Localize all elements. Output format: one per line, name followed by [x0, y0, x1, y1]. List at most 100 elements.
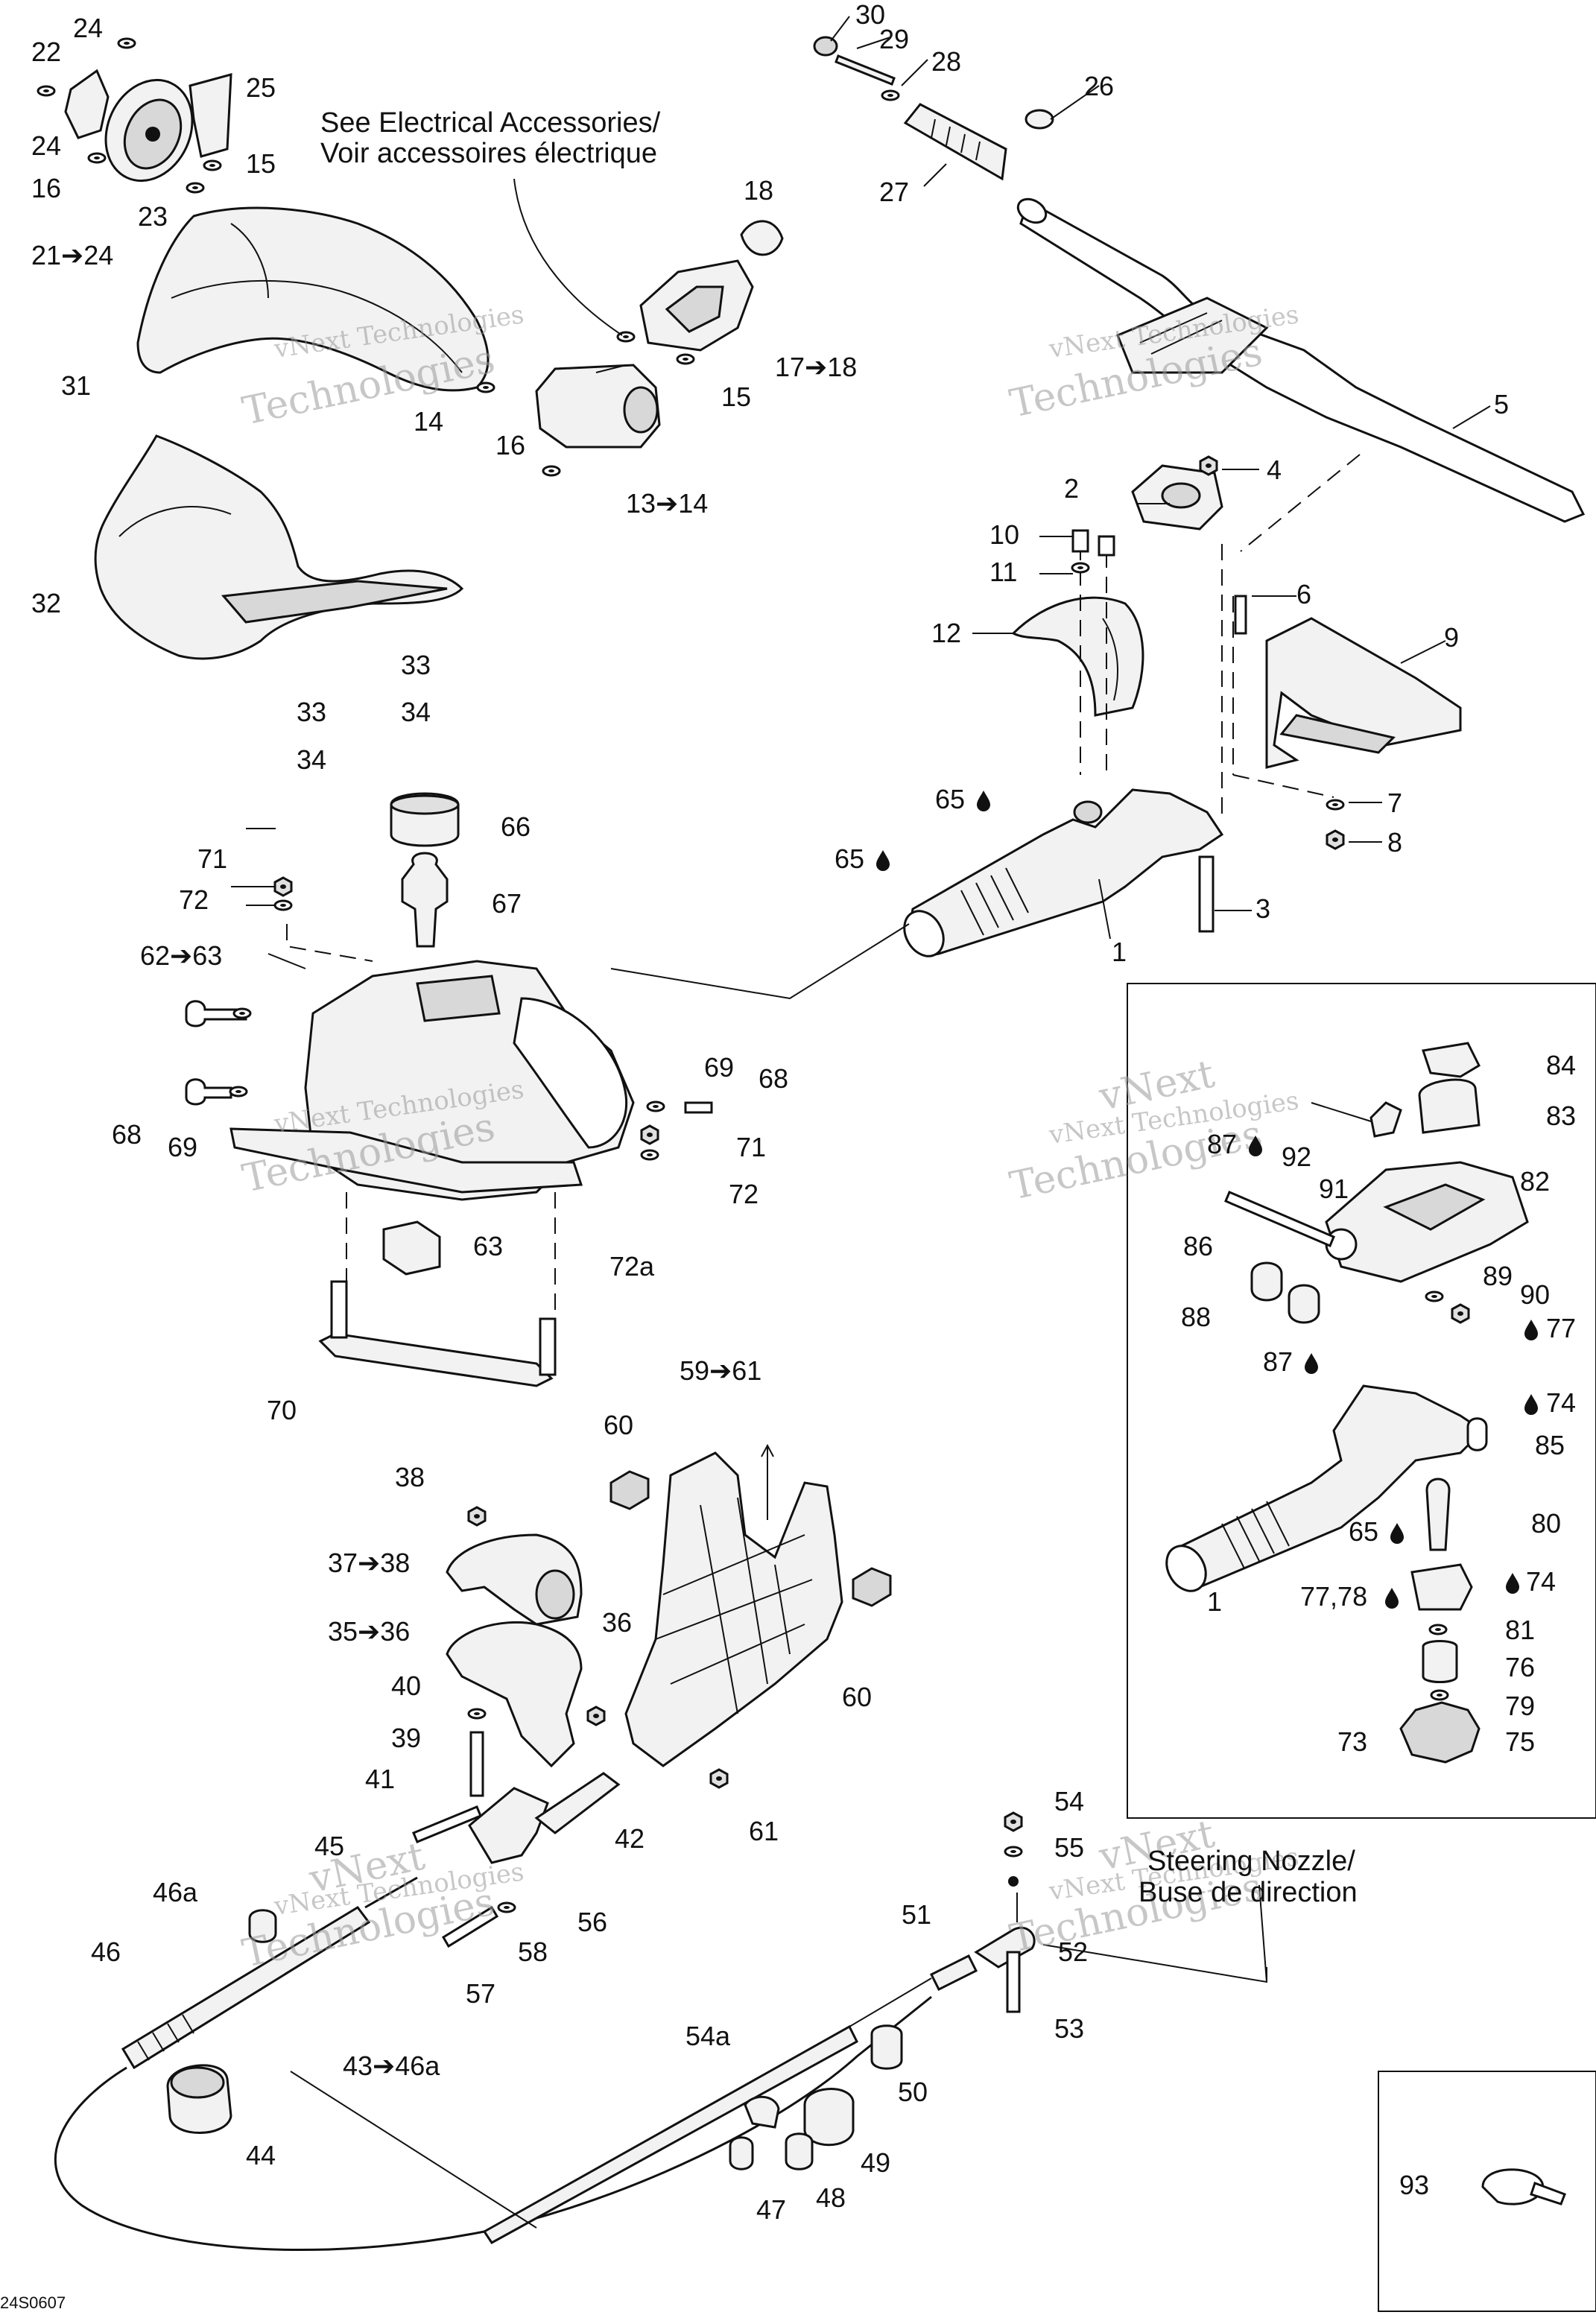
steering-column — [903, 454, 1462, 957]
callout-label: 68 — [112, 1119, 142, 1150]
part-50-bushing — [870, 2024, 903, 2070]
callout-label: 18 — [744, 175, 773, 206]
callout-label: 71 — [736, 1132, 766, 1162]
callout-label: 67 — [492, 888, 522, 919]
part-42-adjuster — [534, 1772, 621, 1834]
callout-label: 42 — [615, 1823, 645, 1854]
callout-label: 65 — [935, 784, 965, 814]
callout-label: 56 — [577, 1907, 607, 1937]
callout-label: 33 — [297, 697, 326, 727]
callout-label: 75 — [1505, 1726, 1535, 1757]
steering-cable — [54, 1811, 1036, 2252]
callout-label: 92 — [1282, 1141, 1311, 1172]
callout-label: 57 — [466, 1978, 495, 2009]
callout-label: 54a — [685, 2021, 731, 2051]
drop-icon — [1385, 1588, 1399, 1609]
callout-label: 90 — [1520, 1279, 1550, 1310]
part-18-knob — [740, 220, 784, 256]
callout-label: 89 — [1483, 1261, 1513, 1291]
callout-label: 7 — [1387, 788, 1402, 818]
callout-label: 71 — [197, 843, 227, 874]
part-63-block — [382, 1220, 441, 1276]
part-86-bolt — [1224, 1191, 1335, 1247]
drop-icon — [1305, 1353, 1318, 1374]
part-25-clip — [189, 73, 232, 158]
callout-label: 59➔61 — [680, 1355, 761, 1386]
callout-label: 60 — [604, 1410, 633, 1440]
part-79-spacer — [1422, 1640, 1458, 1683]
part-51-sleeve — [929, 1954, 978, 1992]
callout-label: 25 — [246, 72, 276, 103]
part-labels: 24 22 24 16 23 21➔24 25 15 31 32 33 33 3… — [31, 0, 1576, 2225]
callout-label: 29 — [879, 24, 909, 54]
callout-label: 52 — [1058, 1936, 1088, 1967]
callout-label: 40 — [391, 1670, 421, 1701]
part-52-ball-joint — [974, 1926, 1036, 1969]
part-29-bolt — [835, 54, 896, 86]
callout-label: 23 — [138, 201, 168, 232]
drop-icon — [1506, 1573, 1519, 1594]
callout-label: 54 — [1054, 1786, 1084, 1817]
callout-label: 72 — [179, 884, 209, 915]
callout-label: 27 — [879, 177, 909, 207]
part-57-bolt — [441, 1905, 499, 1948]
callout-label: 51 — [902, 1899, 931, 1930]
callout-label: 10 — [989, 519, 1019, 550]
callout-label: 79 — [1505, 1691, 1535, 1721]
part-1-steering-shaft — [908, 788, 1224, 956]
callout-label: 3 — [1255, 893, 1270, 924]
callout-label: 21➔24 — [31, 240, 113, 270]
drop-icon — [1524, 1320, 1538, 1340]
callout-label: 55 — [1054, 1832, 1084, 1863]
callout-label: 17➔18 — [775, 352, 857, 382]
callout-label: 69 — [704, 1052, 734, 1083]
cover-group — [37, 37, 490, 660]
callout-label: 34 — [297, 744, 326, 775]
callout-label: 61 — [749, 1816, 779, 1846]
callout-label: 9 — [1444, 622, 1459, 653]
callout-label: 84 — [1546, 1050, 1576, 1080]
pivot-housing-group — [185, 792, 713, 1387]
callout-label: 37➔38 — [328, 1548, 410, 1578]
nozzle-note: Steering Nozzle/ — [1147, 1846, 1355, 1877]
callout-label: 87 — [1263, 1346, 1293, 1377]
part-68-screw — [185, 1000, 247, 1027]
drop-icon — [977, 791, 990, 811]
part-39-bolt — [469, 1731, 484, 1797]
part-84-bushing — [1422, 1042, 1481, 1078]
callout-label: 33 — [401, 650, 431, 680]
callout-label: 8 — [1387, 827, 1402, 858]
callout-label: 31 — [61, 370, 91, 401]
callout-label: 77 — [1546, 1313, 1576, 1343]
callout-label: 44 — [246, 2140, 276, 2170]
callout-label: 36 — [602, 1607, 632, 1638]
callout-label: 47 — [756, 2194, 786, 2225]
callout-label: 48 — [816, 2182, 846, 2213]
detail-box-cable-tie — [1378, 2071, 1596, 2312]
callout-label: 66 — [501, 811, 531, 842]
callout-label: 35➔36 — [328, 1616, 410, 1647]
callout-label: 24 — [73, 13, 103, 43]
callout-label: 81 — [1505, 1615, 1535, 1645]
callout-label: 72a — [609, 1251, 655, 1282]
callout-label: 82 — [1520, 1166, 1550, 1197]
part-10-screw — [1071, 529, 1089, 553]
callout-label: 58 — [518, 1936, 548, 1967]
callout-label: 34 — [401, 697, 431, 727]
callout-label: 65 — [1349, 1516, 1378, 1547]
callout-label: 5 — [1494, 389, 1509, 419]
part-56-cable-clamp — [468, 1787, 549, 1864]
part-85-bolt — [1466, 1417, 1488, 1451]
drop-icon — [1390, 1523, 1404, 1544]
callout-label: 15 — [246, 148, 276, 179]
part-60-insert — [609, 1470, 650, 1510]
callout-label: 49 — [861, 2147, 890, 2178]
electrical-note: Voir accessoires électrique — [320, 138, 657, 169]
handlebar-group — [813, 36, 1586, 531]
callout-label: 24 — [31, 130, 61, 161]
connection-lines — [290, 178, 1267, 2229]
nozzle-note: Buse de direction — [1139, 1877, 1358, 1908]
part-3-bolt — [1198, 855, 1215, 933]
part-46-cable-end — [121, 1906, 371, 2070]
part-63-plate-bar — [229, 1127, 583, 1194]
